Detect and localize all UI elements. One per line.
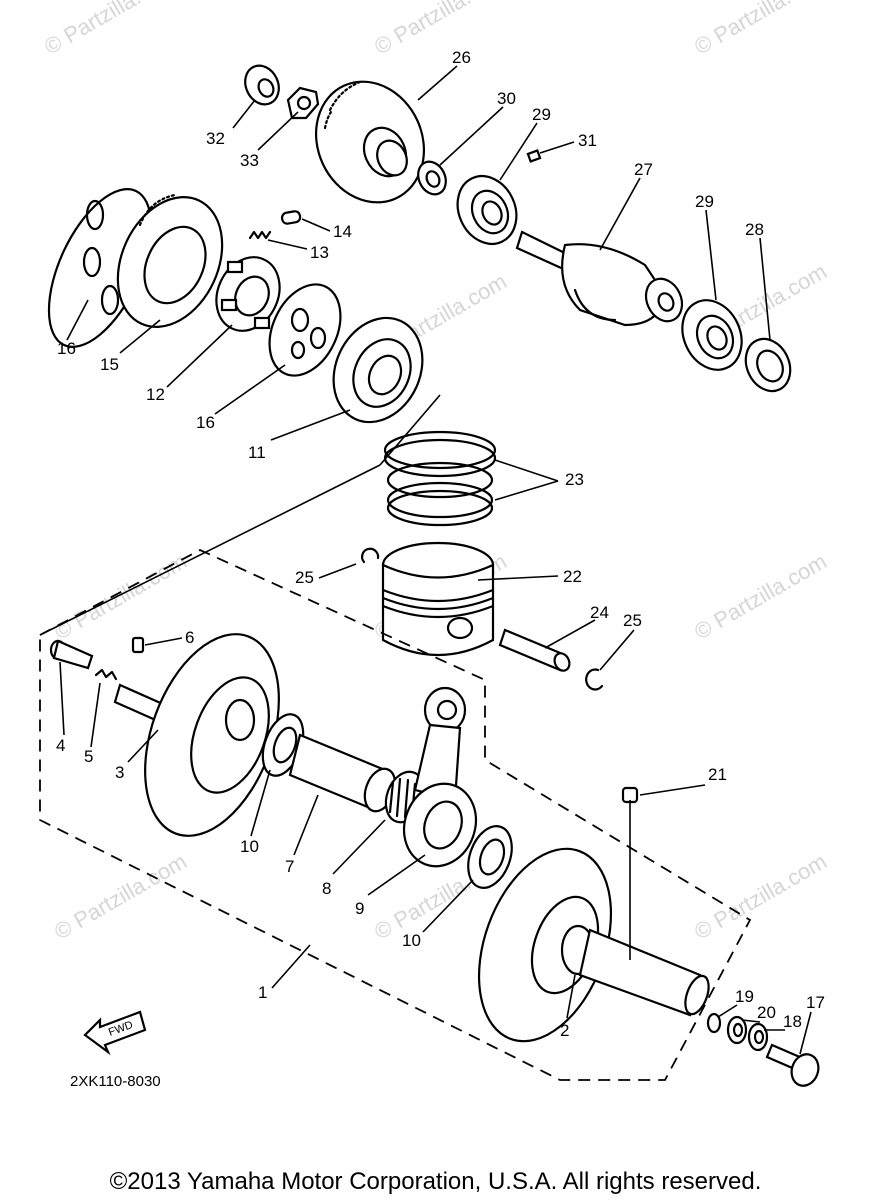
part-28-oil-seal bbox=[744, 337, 792, 393]
callout-2: 2 bbox=[560, 1021, 569, 1040]
callout-16: 16 bbox=[57, 339, 76, 358]
callout-30: 30 bbox=[497, 89, 516, 108]
callout-19: 19 bbox=[735, 987, 754, 1006]
callout-3: 3 bbox=[115, 763, 124, 782]
part-30-washer bbox=[417, 160, 447, 196]
part-13-spring bbox=[248, 230, 272, 240]
callout-10: 10 bbox=[240, 837, 259, 856]
part-3-crank-left bbox=[113, 633, 280, 837]
callout-32: 32 bbox=[206, 129, 225, 148]
part-31-key bbox=[526, 149, 542, 163]
callout-9: 9 bbox=[355, 899, 364, 918]
part-17-bolt bbox=[765, 1043, 820, 1087]
callout-5: 5 bbox=[84, 747, 93, 766]
part-14-pin bbox=[280, 210, 302, 225]
part-18-lockwasher bbox=[747, 1022, 769, 1052]
callout-29: 29 bbox=[695, 192, 714, 211]
assembly-boundary bbox=[39, 548, 752, 1081]
callout-24: 24 bbox=[590, 603, 609, 622]
callout-20: 20 bbox=[757, 1003, 776, 1022]
part-25-circlip bbox=[361, 547, 380, 564]
callout-8: 8 bbox=[322, 879, 331, 898]
callout-26: 26 bbox=[452, 48, 471, 67]
callout-16: 16 bbox=[196, 413, 215, 432]
callout-31: 31 bbox=[578, 131, 597, 150]
part-12-damper-holder bbox=[215, 256, 281, 332]
part-2-crank-right bbox=[477, 847, 710, 1043]
callout-28: 28 bbox=[745, 220, 764, 239]
part-33-lockwasher bbox=[286, 86, 320, 120]
part-23-piston-rings bbox=[383, 430, 497, 527]
part-15-gear bbox=[116, 193, 224, 328]
part-7-crank-pin bbox=[288, 733, 397, 813]
callout-25: 25 bbox=[623, 611, 642, 630]
watermark: © Partzilla.com bbox=[50, 549, 191, 645]
part-29-bearing bbox=[456, 175, 518, 245]
part-10-thrust-washer bbox=[467, 825, 513, 889]
part-26-balancer-gear bbox=[314, 80, 426, 204]
callout-23: 23 bbox=[565, 470, 584, 489]
callout-27: 27 bbox=[634, 160, 653, 179]
callout-11: 11 bbox=[248, 443, 266, 462]
callout-4: 4 bbox=[56, 736, 65, 755]
watermark: © Partzilla.com bbox=[370, 0, 511, 59]
fwd-arrow-icon: FWD bbox=[83, 1010, 147, 1056]
callout-29: 29 bbox=[532, 105, 551, 124]
callout-15: 15 bbox=[100, 355, 119, 374]
callout-21: 21 bbox=[708, 765, 727, 784]
watermark: © Partzilla.com bbox=[50, 849, 191, 945]
part-27-balancer-shaft bbox=[515, 230, 684, 327]
part-20-washer bbox=[726, 1015, 748, 1045]
watermark: © Partzilla.com bbox=[690, 849, 831, 945]
callout-7: 7 bbox=[285, 857, 294, 876]
callout-1: 1 bbox=[258, 983, 267, 1002]
callout-13: 13 bbox=[310, 243, 329, 262]
diagram-code: 2XK110-8030 bbox=[70, 1073, 161, 1090]
leader-lines bbox=[59, 65, 812, 1055]
callout-18: 18 bbox=[783, 1012, 802, 1031]
callout-17: 17 bbox=[806, 993, 825, 1012]
callout-33: 33 bbox=[240, 151, 259, 170]
part-9-connecting-rod bbox=[403, 686, 477, 868]
callout-labels: 1 2 3 4 5 6 7 8 9 10 10 11 12 13 14 15 1… bbox=[56, 48, 825, 1040]
callout-6: 6 bbox=[185, 628, 194, 647]
callout-10: 10 bbox=[402, 931, 421, 950]
part-6-key bbox=[131, 636, 145, 654]
watermark: © Partzilla.com bbox=[690, 549, 831, 645]
callout-22: 22 bbox=[563, 567, 582, 586]
watermark: © Partzilla.com bbox=[690, 0, 831, 59]
part-16-plate bbox=[268, 283, 342, 377]
part-4-pin bbox=[49, 639, 94, 670]
callout-14: 14 bbox=[333, 222, 352, 241]
part-32-nut bbox=[244, 64, 280, 106]
copyright-notice: ©2013 Yamaha Motor Corporation, U.S.A. A… bbox=[109, 1168, 762, 1195]
part-25-circlip bbox=[585, 668, 604, 691]
part-22-piston bbox=[381, 541, 495, 656]
part-5-spring bbox=[94, 668, 118, 681]
part-21-key bbox=[621, 786, 639, 804]
part-29-bearing bbox=[681, 299, 743, 371]
leader-line bbox=[39, 394, 441, 636]
part-24-piston-pin bbox=[498, 628, 571, 672]
part-19-oring bbox=[706, 1012, 722, 1034]
watermark: © Partzilla.com bbox=[40, 0, 181, 59]
callout-12: 12 bbox=[146, 385, 165, 404]
callout-25: 25 bbox=[295, 568, 314, 587]
part-11-bearing bbox=[332, 316, 424, 424]
